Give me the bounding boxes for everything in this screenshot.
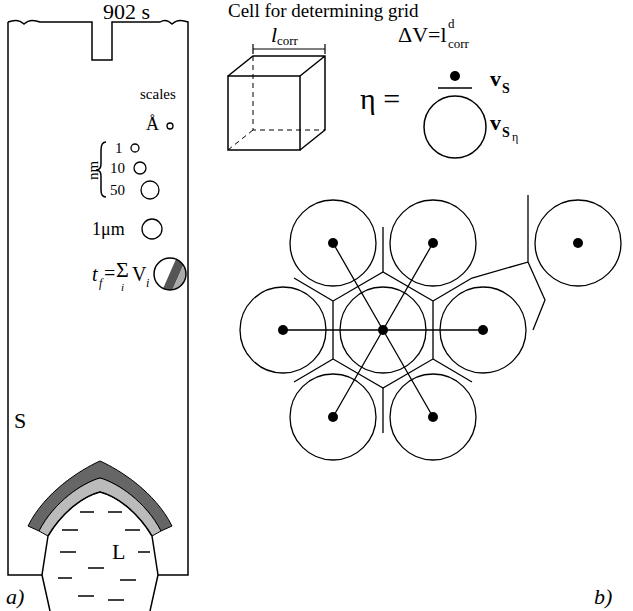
lattice — [240, 195, 621, 460]
sphere-circle — [424, 96, 486, 158]
formula-subscript: i — [146, 277, 149, 289]
formula-part: V — [132, 264, 146, 284]
formula-part: η = — [360, 84, 400, 114]
scale-value: 10 — [110, 161, 125, 176]
scales-heading: scales — [140, 87, 176, 102]
hatched-circle — [158, 250, 200, 300]
dot — [450, 71, 460, 81]
scale-circle — [131, 144, 139, 152]
scale-circle — [167, 123, 173, 129]
formula-part: Σ — [116, 259, 129, 281]
formula-subscript: corr — [448, 37, 469, 50]
formula-part: ΔV=l — [398, 24, 447, 46]
panel-label: b) — [594, 586, 612, 608]
formula-subscript: S — [502, 126, 510, 140]
formula-subscript: η — [512, 131, 518, 143]
phase-label: S — [14, 410, 26, 432]
interface-layer — [39, 478, 161, 536]
panel-title: Cell for determining grid — [228, 1, 418, 20]
formula-superscript: d — [448, 17, 455, 30]
formula-subscript: S — [502, 82, 510, 96]
scale-value: 50 — [110, 183, 125, 198]
panel-label: a) — [6, 586, 24, 608]
time-label: 902 s — [103, 1, 150, 23]
liquid-outline — [42, 492, 158, 611]
formula-part: v — [490, 68, 501, 90]
scale-circle — [134, 162, 146, 174]
scale-circle — [142, 219, 162, 239]
formula-part: t — [92, 264, 98, 284]
formula-subscript: i — [121, 282, 124, 293]
dimension-label: l — [271, 24, 277, 46]
scale-value: 1 — [115, 141, 123, 156]
liquid-dashes — [58, 512, 150, 600]
cube — [228, 44, 325, 150]
formula-subscript: f — [99, 277, 102, 289]
phase-label: L — [112, 541, 125, 563]
scale-unit: nm — [86, 160, 101, 179]
scale-circle — [141, 181, 159, 199]
formula-part: = — [104, 263, 115, 283]
formula-part: v — [490, 112, 501, 134]
dimension-subscript: corr — [277, 34, 298, 47]
lattice-dots — [278, 238, 583, 422]
scale-unit: Å — [146, 115, 159, 133]
scale-unit: 1μm — [92, 220, 125, 238]
